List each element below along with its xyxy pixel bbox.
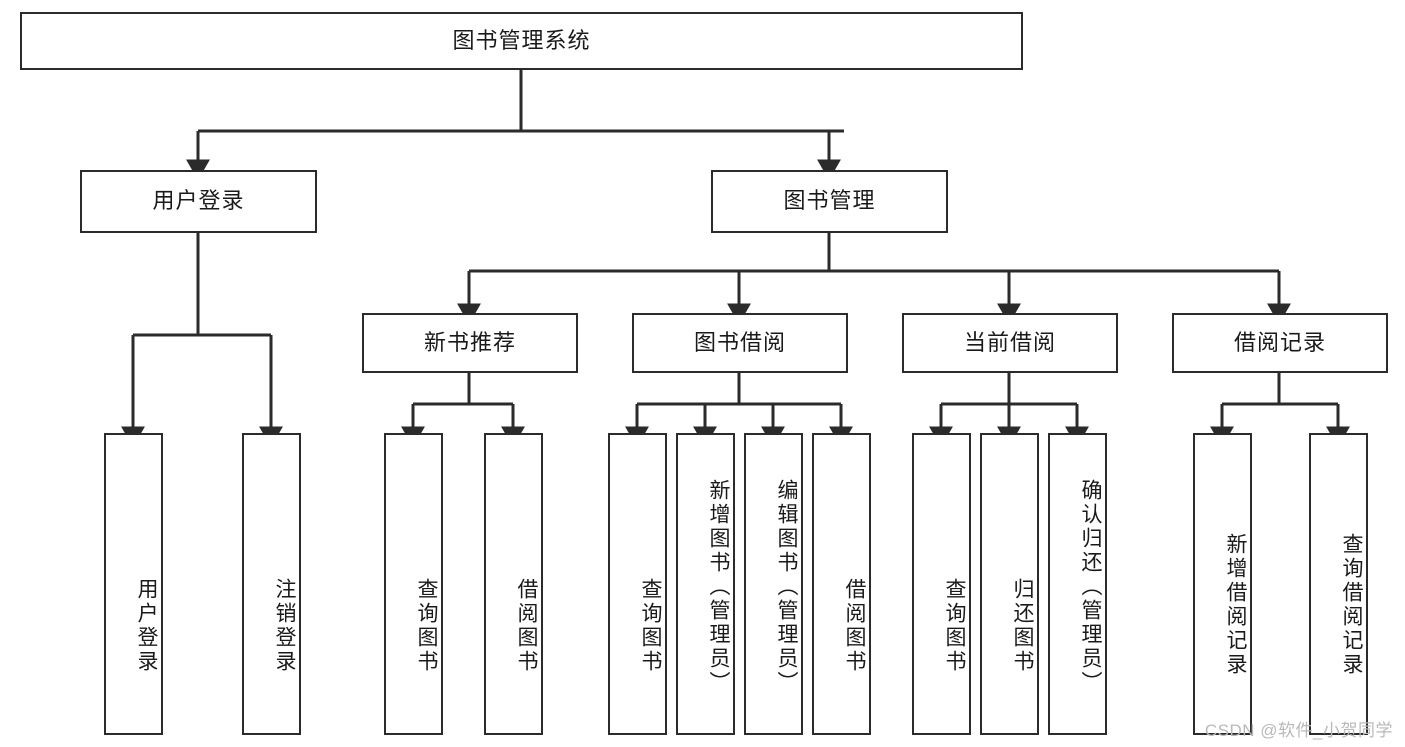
node-label: 用户登录	[152, 188, 245, 214]
node-book-borrow[interactable]: 图书借阅	[632, 313, 848, 373]
leaf-label: 新增图书（管理员）	[707, 479, 730, 695]
node-borrow-record[interactable]: 借阅记录	[1172, 313, 1388, 373]
watermark: CSDN @软件_小贺同学	[1204, 721, 1393, 740]
node-label: 图书借阅	[693, 329, 786, 355]
leaf-label: 查询图书	[415, 578, 438, 674]
node-label: 新书推荐	[423, 329, 516, 355]
node-current-borrow[interactable]: 当前借阅	[902, 313, 1118, 373]
leaf-label: 新增借阅记录	[1224, 533, 1247, 677]
leaf-borrow-record-add-record[interactable]: 新增借阅记录	[1193, 433, 1252, 735]
leaf-current-borrow-confirm-return-admin[interactable]: 确认归还（管理员）	[1048, 433, 1107, 735]
node-label: 借阅记录	[1233, 329, 1326, 355]
leaf-new-book-borrow-book[interactable]: 借阅图书	[484, 433, 543, 735]
node-book-management[interactable]: 图书管理	[711, 170, 948, 233]
leaf-current-borrow-query-book[interactable]: 查询图书	[912, 433, 971, 735]
leaf-borrow-record-query-record[interactable]: 查询借阅记录	[1309, 433, 1368, 735]
leaf-label: 借阅图书	[515, 578, 538, 674]
leaf-new-book-query-book[interactable]: 查询图书	[384, 433, 443, 735]
leaf-user-login-logout[interactable]: 注销登录	[242, 433, 301, 735]
leaf-label: 用户登录	[135, 578, 158, 674]
leaf-label: 归还图书	[1011, 578, 1034, 674]
node-new-book-recommend[interactable]: 新书推荐	[362, 313, 578, 373]
leaf-label: 查询图书	[639, 578, 662, 674]
leaf-user-login-user-login[interactable]: 用户登录	[104, 433, 163, 735]
leaf-book-borrow-edit-book-admin[interactable]: 编辑图书（管理员）	[744, 433, 803, 735]
leaf-label: 编辑图书（管理员）	[775, 479, 798, 695]
node-label: 图书管理系统	[452, 27, 591, 53]
leaf-label: 查询图书	[943, 578, 966, 674]
node-user-login[interactable]: 用户登录	[80, 170, 317, 233]
node-root-book-management-system[interactable]: 图书管理系统	[20, 12, 1023, 70]
leaf-book-borrow-borrow-book[interactable]: 借阅图书	[812, 433, 871, 735]
leaf-book-borrow-query-book[interactable]: 查询图书	[608, 433, 667, 735]
node-label: 图书管理	[783, 188, 876, 214]
leaf-label: 查询借阅记录	[1340, 533, 1363, 677]
node-label: 当前借阅	[963, 329, 1056, 355]
leaf-label: 注销登录	[273, 578, 296, 674]
leaf-label: 借阅图书	[843, 578, 866, 674]
leaf-book-borrow-add-book-admin[interactable]: 新增图书（管理员）	[676, 433, 735, 735]
leaf-current-borrow-return-book[interactable]: 归还图书	[980, 433, 1039, 735]
leaf-label: 确认归还（管理员）	[1079, 479, 1102, 695]
